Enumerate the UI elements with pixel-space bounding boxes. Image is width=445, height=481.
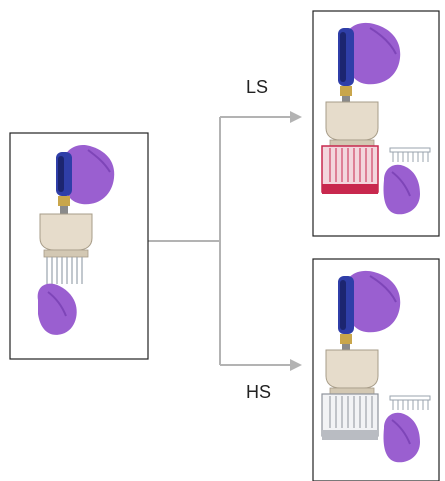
ls-panel xyxy=(312,10,440,237)
branch-label-hs: HS xyxy=(246,382,271,402)
hs-plate xyxy=(321,393,379,437)
branch-label-ls: LS xyxy=(246,77,268,97)
pipette-illustration xyxy=(37,144,115,335)
glove-icon xyxy=(37,283,77,335)
hs-pipette-illustration xyxy=(321,270,431,463)
glove-icon xyxy=(383,412,420,463)
glove-icon xyxy=(383,164,420,215)
hs-panel xyxy=(312,258,440,481)
tube-strip xyxy=(389,147,431,162)
glove-icon xyxy=(344,270,401,333)
connector-lines xyxy=(148,111,302,371)
source-panel xyxy=(9,132,149,360)
ls-pipette-illustration xyxy=(321,22,431,215)
tube-strip xyxy=(389,395,431,410)
glove-icon xyxy=(344,22,401,85)
